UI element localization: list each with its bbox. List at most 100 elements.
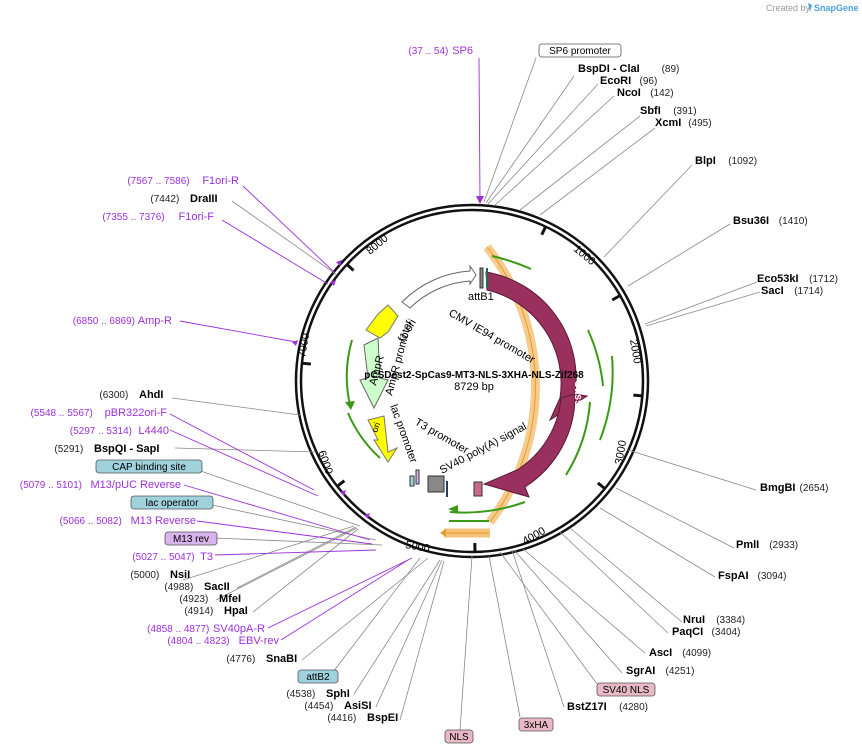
site-position: (3384) <box>716 615 745 626</box>
primer-range: (6850 .. 6869) <box>73 316 135 327</box>
primer-name: T3 <box>200 551 213 563</box>
primer-name: SP6 <box>452 45 473 57</box>
site-name: BspQI - SapI <box>94 443 159 455</box>
primer-range: (5066 .. 5082) <box>60 516 122 527</box>
primer-range: (37 .. 54) <box>408 46 448 57</box>
tick-mark <box>337 479 346 487</box>
snapgene-brand: SnapGene <box>814 3 859 13</box>
site-position: (1714) <box>794 286 823 297</box>
site-position: (4914) <box>184 606 213 617</box>
site-position: (5291) <box>54 444 83 455</box>
site-name: AscI <box>649 647 672 659</box>
primer-range: (7355 .. 7376) <box>102 212 164 223</box>
primer-labels: SP6 (37 .. 54) F1ori-R (7567 .. 7586) F1ori-… <box>20 45 473 647</box>
site-name: HpaI <box>224 605 248 617</box>
feature-box-label: CAP binding site <box>112 462 186 473</box>
restriction-sites: BspDI - ClaI (89) EcoRI (96)NcoI (142) SbfI (3… <box>54 63 838 724</box>
site-name: SacII <box>204 581 230 593</box>
feature-box <box>297 669 339 684</box>
site-position: (1092) <box>728 156 757 167</box>
site-position: (1712) <box>809 274 838 285</box>
site-name: Eco53kI <box>757 273 799 285</box>
site-position: (3094) <box>758 571 787 582</box>
primer-name: EBV-rev <box>239 635 280 647</box>
feature-box-label: SP6 promoter <box>549 46 611 57</box>
tick-mark <box>633 393 642 398</box>
site-position: (142) <box>650 88 673 99</box>
feature-box <box>164 531 218 546</box>
primer-range: (7567 .. 7586) <box>127 176 189 187</box>
site-name: PaqCI <box>672 626 703 638</box>
site-name: NcoI <box>617 87 641 99</box>
feature-box <box>596 682 656 697</box>
site-position: (1410) <box>779 216 808 227</box>
site-name: MfeI <box>219 593 241 605</box>
feature-box <box>444 729 474 744</box>
site-name: BspDI - ClaI <box>578 63 640 75</box>
site-position: (4099) <box>682 648 711 659</box>
site-name: BmgBI <box>760 482 795 494</box>
feature-cmv <box>401 264 477 309</box>
site-name: SbfI <box>640 105 661 117</box>
feature-box <box>518 717 554 732</box>
site-position: (4923) <box>179 594 208 605</box>
tick-label: 8000 <box>364 232 390 257</box>
primer-name: F1ori-R <box>202 175 239 187</box>
feature-box-label: attB2 <box>306 672 330 683</box>
feature-box <box>95 459 203 474</box>
feature-sv40-polya <box>409 469 483 497</box>
primer-name: F1ori-F <box>179 211 215 223</box>
primer-range: (5297 .. 5314) <box>70 426 132 437</box>
site-name: EcoRI <box>600 75 631 87</box>
feature-box-label: M13 rev <box>173 534 209 545</box>
feature-ampr <box>345 337 389 410</box>
site-position: (4416) <box>327 713 356 724</box>
primer-range: (5027 .. 5047) <box>132 552 194 563</box>
tick-mark <box>302 361 312 366</box>
site-name: FspAI <box>718 570 749 582</box>
plasmid-name: pCSDest2-SpCas9-MT3-NLS-3XHA-NLS-Zif268 <box>364 370 584 381</box>
tick-label: 2000 <box>627 338 643 364</box>
tick-label: 7000 <box>296 332 312 358</box>
site-name: BlpI <box>695 155 716 167</box>
site-position: (4776) <box>226 654 255 665</box>
site-name: BspEI <box>367 712 398 724</box>
site-name: NsiI <box>170 569 190 581</box>
attb1-label: attB1 <box>468 291 494 303</box>
primer-lines <box>169 57 481 641</box>
tick-label: 4000 <box>521 525 548 548</box>
tick-label: 3000 <box>613 439 629 465</box>
site-position: (3404) <box>712 627 741 638</box>
site-name: PmlI <box>736 539 759 551</box>
site-position: (495) <box>688 118 711 129</box>
cas9-label: Cas9 <box>572 380 584 406</box>
primer-range: (4858 .. 4877) <box>147 624 209 635</box>
site-name: DraIII <box>190 193 218 205</box>
site-position: (2654) <box>800 483 829 494</box>
primer-range: (5548 .. 5567) <box>31 408 93 419</box>
primer-range: (5079 .. 5101) <box>20 480 82 491</box>
site-position: (89) <box>662 64 680 75</box>
tick-mark <box>346 263 355 272</box>
site-name: SgrAI <box>626 665 655 677</box>
feature-box <box>130 495 214 510</box>
feature-ori: ori <box>347 412 399 463</box>
site-position: (96) <box>640 76 658 87</box>
feature-box-label: SV40 NLS <box>603 685 650 696</box>
site-position: (4251) <box>666 666 695 677</box>
tick-label: 1000 <box>571 243 597 268</box>
feature-box-label: lac operator <box>146 498 199 509</box>
feature-attb1 <box>479 267 488 289</box>
site-position: (2933) <box>769 540 798 551</box>
tick-mark <box>540 226 547 236</box>
site-name: Bsu36I <box>733 215 769 227</box>
feature-f1ori <box>365 304 399 339</box>
leader-lines <box>171 57 761 731</box>
tick-label: 6000 <box>315 449 335 476</box>
site-name: SacI <box>761 285 784 297</box>
primer-name: Amp-R <box>138 315 172 327</box>
primer-range: (4804 .. 4823) <box>167 636 229 647</box>
site-name: SnaBI <box>266 653 297 665</box>
site-position: (5000) <box>130 570 159 581</box>
